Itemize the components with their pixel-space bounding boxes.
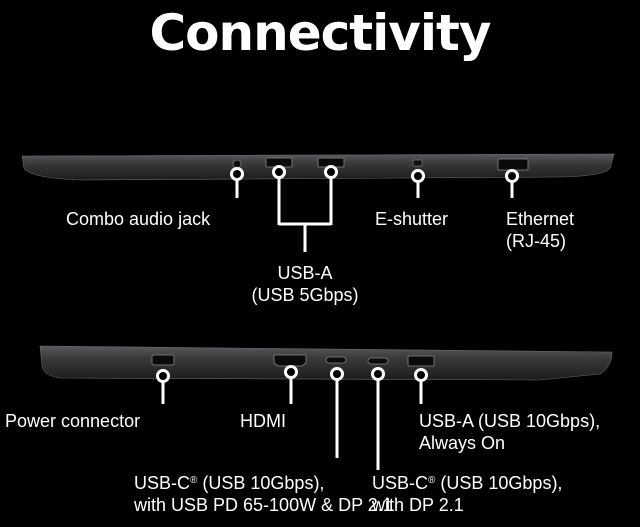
laptop-left-side bbox=[21, 153, 615, 181]
ethernet-label: Ethernet (RJ-45) bbox=[506, 209, 575, 251]
audio-jack-port bbox=[232, 159, 242, 169]
e-shutter-switch bbox=[412, 159, 423, 167]
hdmi-label: HDMI bbox=[240, 411, 286, 431]
combo-audio-label: Combo audio jack bbox=[66, 209, 211, 229]
e-shutter-label: E-shutter bbox=[375, 209, 449, 229]
connector-lines-bottom bbox=[161, 378, 423, 470]
usb-c-port-2 bbox=[367, 357, 389, 365]
power-port bbox=[151, 354, 175, 366]
connector-dots-bottom bbox=[156, 365, 428, 383]
usb-a-label: USB-A (USB 5Gbps) bbox=[251, 263, 359, 305]
power-connector-label: Power connector bbox=[5, 411, 141, 431]
usb-c-2-label: USB-C® (USB 10Gbps), with DP 2.1 bbox=[372, 473, 563, 515]
hdmi-port bbox=[273, 354, 307, 367]
connector-dots-top bbox=[230, 165, 519, 183]
connector-lines-top bbox=[235, 174, 514, 252]
usb-c-1-label: USB-C® (USB 10Gbps), with USB PD 65-100W… bbox=[134, 473, 393, 515]
usb-a-port-3 bbox=[407, 355, 435, 367]
usb-c-port-1 bbox=[325, 356, 347, 364]
ethernet-port bbox=[497, 158, 529, 171]
usb-a-10gbps-label: USB-A (USB 10Gbps), Always On bbox=[419, 411, 601, 453]
laptop-right-side bbox=[39, 345, 613, 381]
page-title: Connectivity bbox=[149, 4, 491, 62]
